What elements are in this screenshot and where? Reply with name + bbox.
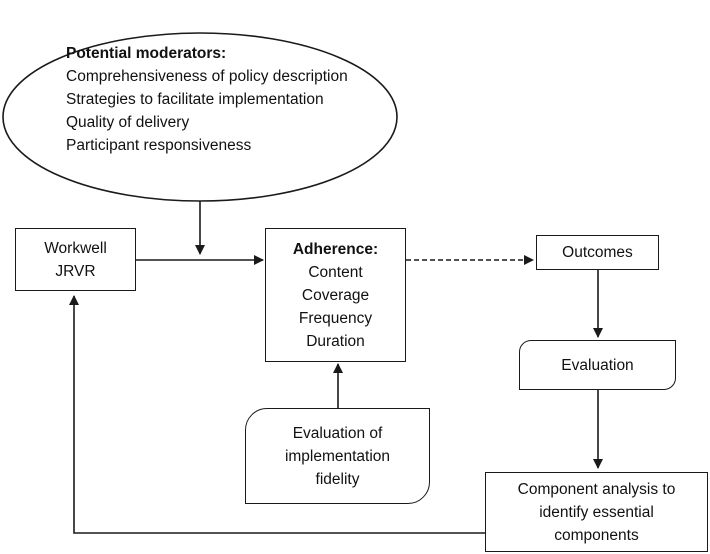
fidelity-line: Evaluation of [292, 424, 383, 442]
adherence-item: Content [308, 263, 363, 281]
adherence-box: Adherence: Content Coverage Frequency Du… [265, 228, 406, 362]
intervention-box: Workwell JRVR [15, 228, 136, 291]
adherence-item: Duration [306, 332, 365, 350]
moderator-item: Comprehensiveness of policy description [66, 68, 348, 85]
fidelity-line: fidelity [315, 470, 360, 488]
component-line: identify essential [539, 503, 654, 521]
evaluation-label: Evaluation [561, 356, 634, 374]
moderator-item: Quality of delivery [66, 114, 190, 131]
moderators-heading: Potential moderators: [66, 45, 227, 62]
adherence-heading: Adherence: [292, 240, 379, 258]
evaluation-box: Evaluation [519, 340, 676, 390]
moderator-item: Participant responsiveness [66, 137, 252, 154]
component-line: Component analysis to [517, 480, 676, 498]
adherence-item: Frequency [298, 309, 373, 327]
outcomes-label: Outcomes [562, 244, 633, 261]
adherence-item: Coverage [301, 286, 370, 304]
fidelity-box: Evaluation of implementation fidelity [245, 408, 430, 504]
component-line: components [554, 526, 639, 544]
intervention-line: Workwell [44, 239, 107, 257]
moderators-text: Potential moderators: Comprehensiveness … [66, 42, 348, 157]
outcomes-box: Outcomes [536, 235, 659, 270]
moderator-item: Strategies to facilitate implementation [66, 91, 324, 108]
component-analysis-box: Component analysis to identify essential… [485, 472, 708, 552]
fidelity-line: implementation [284, 447, 391, 465]
arrow-component-to-intervention [69, 295, 485, 534]
intervention-line: JRVR [55, 262, 96, 280]
